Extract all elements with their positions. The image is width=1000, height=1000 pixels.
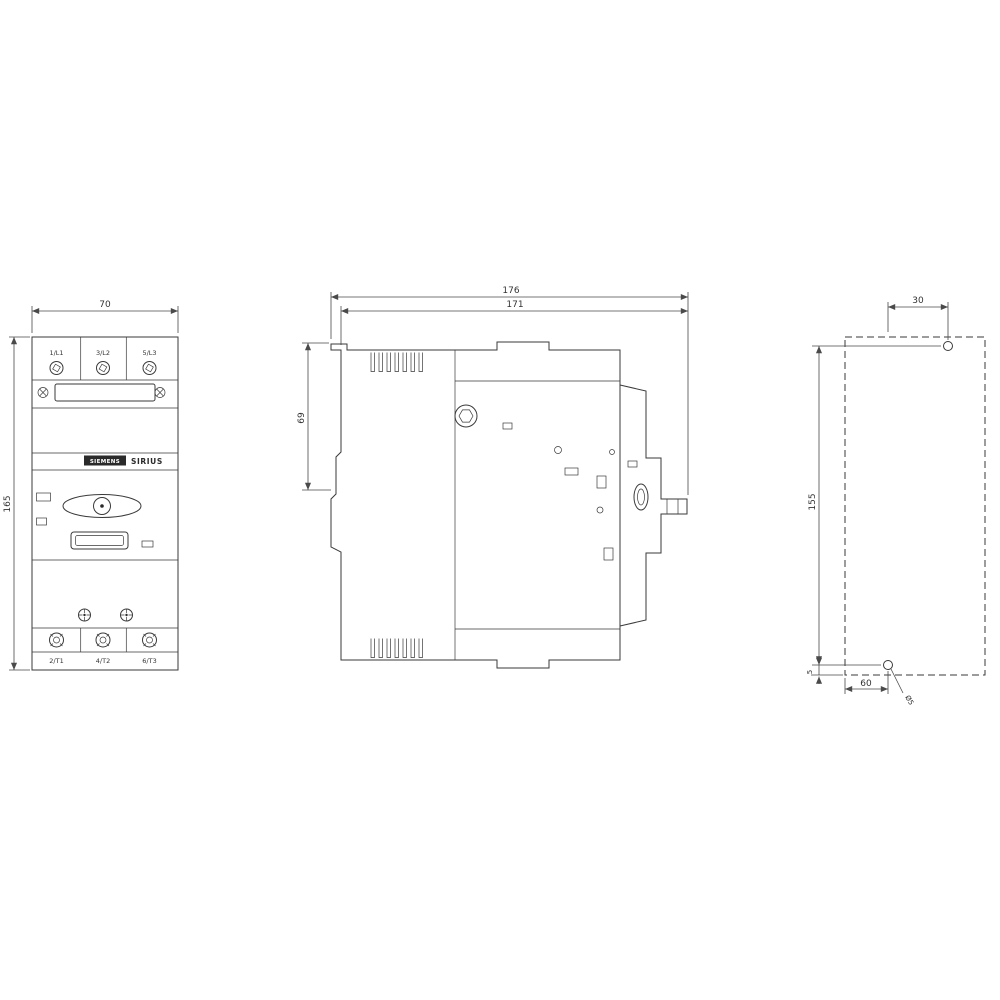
side-total-depth-dimension: 176 [502, 286, 519, 296]
terminal-screw-icon [49, 361, 64, 375]
front-height-dimension: 165 [3, 495, 13, 512]
rotary-handle-center [100, 504, 104, 508]
front-view: 70 165 1/L1 3/L2 5/L3 [3, 300, 179, 671]
front-section-lines [32, 379, 178, 653]
side-inner-lines [454, 350, 620, 660]
front-outline [31, 336, 179, 671]
extension-lines [887, 302, 949, 340]
extension-lines [330, 292, 689, 495]
front-terminals-top: 1/L1 3/L2 5/L3 [49, 349, 157, 375]
side-view: 176 171 69 [297, 286, 689, 669]
extension-lines [31, 306, 179, 333]
terminal-label: 3/L2 [96, 349, 110, 357]
side-handle-profile [633, 483, 649, 511]
series-label: SIRIUS [131, 457, 163, 466]
rear-bottom-width-dimension: 60 [860, 679, 872, 689]
rating-mark [141, 540, 154, 548]
front-label-window-row [37, 383, 166, 402]
shaft-detail [666, 499, 679, 514]
rear-outline-dashed [844, 336, 986, 676]
torx-screw-icon [78, 608, 91, 622]
fixing-screw-icon [37, 387, 49, 398]
indicator-window [36, 517, 47, 526]
terminal-screw-icon [95, 632, 111, 648]
brand-label: SIEMENS [90, 459, 120, 465]
terminal-dividers [80, 337, 127, 652]
side-body-outline [330, 341, 621, 669]
side-rear-module-outline [619, 384, 688, 627]
front-branding: SIEMENS SIRIUS [84, 455, 163, 466]
front-terminals-bottom: 2/T1 4/T2 6/T3 [49, 632, 157, 665]
terminal-label: 2/T1 [49, 657, 63, 665]
hex-bolt-icon [454, 404, 478, 428]
rotary-handle-hub [93, 497, 111, 515]
side-component-details [502, 422, 649, 561]
front-view-dimensions: 70 165 [3, 300, 179, 671]
rear-hole-vertical-dimension: 155 [808, 493, 818, 510]
hole-diameter-label: Ø5 [903, 694, 915, 707]
terminal-screw-icon [96, 361, 110, 375]
terminal-label: 5/L3 [142, 349, 156, 357]
ventilation-slats-top [370, 352, 423, 372]
side-view-dimensions: 176 171 69 [297, 286, 689, 495]
terminal-screw-icon [142, 632, 157, 648]
torx-screw-icon [120, 608, 133, 622]
terminal-label: 4/T2 [96, 657, 110, 665]
terminal-label: 6/T3 [142, 657, 156, 665]
rear-view: 30 155 5 60 Ø5 [806, 296, 986, 707]
brand-logo-plate [84, 455, 126, 466]
mounting-hole-top [943, 341, 953, 351]
ventilation-slats-bottom [370, 638, 423, 658]
test-button [70, 531, 129, 550]
side-upper-height-dimension: 69 [297, 412, 307, 424]
terminal-screw-icon [142, 361, 157, 375]
front-operator-area [36, 492, 154, 550]
test-button-inner [75, 535, 124, 546]
hole-leader-line [890, 668, 904, 694]
rear-hole-horizontal-dimension: 30 [912, 296, 924, 306]
rear-bottom-offset-dimension: 5 [806, 670, 814, 674]
terminal-label: 1/L1 [49, 349, 63, 357]
terminal-screw-icon [49, 632, 64, 648]
extension-lines [812, 345, 941, 666]
fixing-screw-icon [154, 387, 166, 398]
front-width-dimension: 70 [99, 300, 111, 310]
extension-lines [811, 665, 843, 676]
side-body-depth-dimension: 171 [506, 300, 523, 310]
rotary-handle [62, 494, 142, 518]
marking-window [54, 383, 156, 402]
setting-window [36, 492, 51, 502]
rear-view-dimensions: 30 155 5 60 Ø5 [806, 296, 949, 707]
front-mid-screws [78, 608, 133, 622]
mounting-hole-bottom [883, 660, 893, 670]
